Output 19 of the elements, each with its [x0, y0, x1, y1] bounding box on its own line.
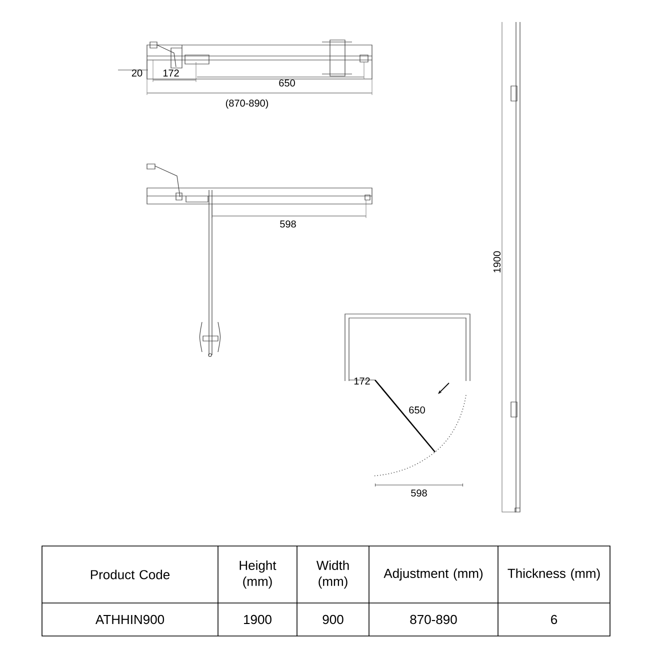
table-cell: ATHHIN900 [95, 614, 164, 624]
dimension-label: 598 [280, 220, 296, 228]
header-cell: Width (mm) [316, 560, 349, 589]
header-cell: Adjustment (mm) [384, 568, 483, 581]
header-cell: Height (mm) [240, 560, 276, 589]
dimension-label: (870-890) [226, 99, 268, 109]
header-cell: Thickness (mm) [508, 568, 600, 581]
dimension-label: 1900 [493, 251, 501, 272]
table-cell: 1900 [244, 614, 272, 624]
table-cell: 870-890 [410, 614, 457, 624]
dimension-label: 650 [409, 406, 425, 414]
dimension-label: 650 [279, 79, 295, 87]
dimension-label: 598 [411, 489, 427, 497]
header-cell: Product Code [90, 570, 170, 580]
dimension-label: 172 [163, 70, 179, 76]
dimension-label: 20 [132, 69, 142, 77]
dimension-label: 172 [354, 378, 370, 384]
table-cell: 6 [551, 614, 558, 624]
table-cell: 900 [322, 614, 344, 624]
